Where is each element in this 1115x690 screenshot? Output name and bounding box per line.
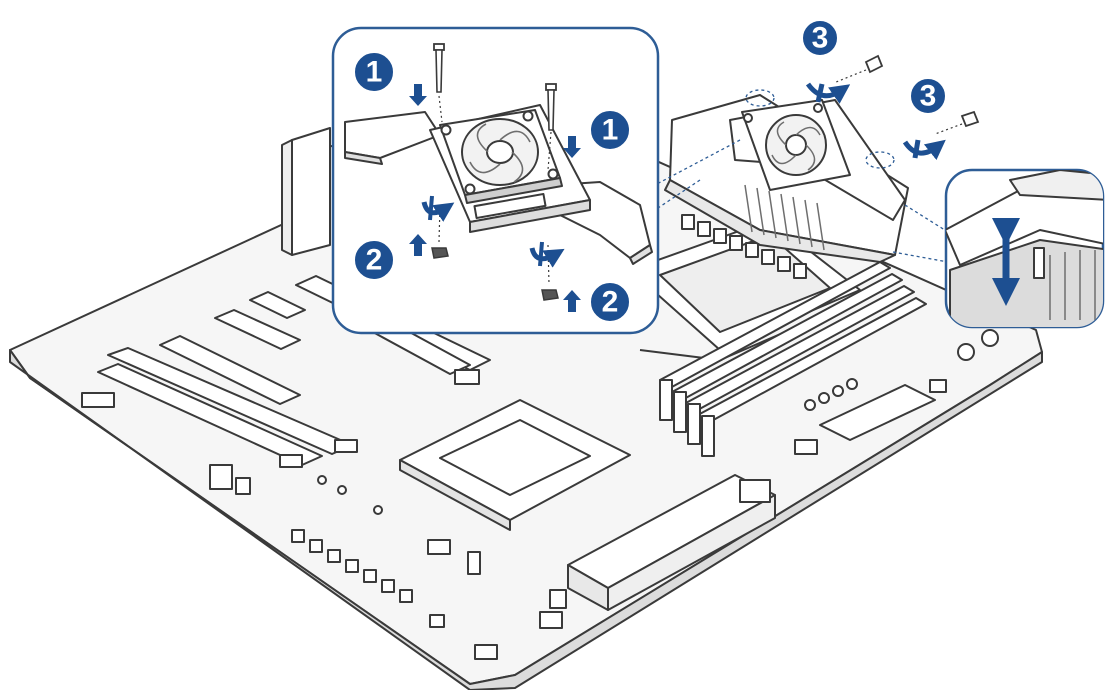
- up-arrow-icon: [409, 234, 427, 256]
- vrm-heatsink-face: [664, 179, 896, 263]
- step-number: 3: [812, 22, 829, 55]
- inset-fan-screw-hole: [522, 110, 534, 122]
- step-number: 3: [920, 80, 937, 113]
- pcie-latch: [279, 454, 303, 468]
- inset-fan-screw-hole: [547, 168, 559, 180]
- connector: [81, 392, 115, 408]
- screw-guide: [547, 131, 552, 171]
- chipset-heatsink-side: [399, 459, 511, 531]
- inset-nut-left: [409, 195, 455, 259]
- screw-icon: [433, 43, 445, 51]
- fan-screw-hole: [813, 103, 823, 113]
- inset-screw-right: [545, 83, 581, 171]
- pcie-slot: [159, 335, 301, 405]
- connector: [929, 379, 947, 393]
- screw-shaft: [547, 89, 555, 131]
- power-connectors: [539, 474, 776, 629]
- screw-guide: [835, 69, 867, 83]
- connector: [209, 464, 233, 490]
- pcie-latch: [334, 439, 358, 453]
- chipset-heatsink-inner: [439, 419, 591, 496]
- fan-screw-hole: [743, 113, 753, 123]
- board-screw-right: [902, 110, 980, 161]
- inset-fan-screw-hole: [440, 124, 452, 136]
- up-arrow-icon: [563, 290, 581, 312]
- pcie-slot: [97, 363, 323, 466]
- inset-fan-frame-side: [464, 177, 563, 204]
- rotate-arrow-icon: [815, 83, 825, 103]
- inset-callout: 1 1 2 2: [331, 26, 660, 335]
- inset-fan-hub: [486, 140, 514, 164]
- inset-bracket-left-edge: [344, 151, 383, 165]
- pin-header-row: [291, 529, 498, 660]
- zoom-fan-edge: [1009, 170, 1103, 201]
- screw-icon: [960, 110, 980, 128]
- nut-icon: [431, 247, 449, 259]
- io-shroud: [291, 127, 331, 256]
- zoom-callout: [944, 168, 1105, 329]
- inset-nut-right: [529, 241, 581, 312]
- zoom-slot: [1033, 247, 1045, 279]
- step-badge-1-right: 1: [589, 109, 631, 151]
- step-badge-3-top: 3: [801, 19, 839, 57]
- standoff: [373, 505, 383, 515]
- down-arrow-icon: [563, 136, 581, 158]
- rotate-arrow-icon: [428, 195, 434, 221]
- small-component: [427, 539, 451, 555]
- step-badge-1-left: 1: [353, 51, 395, 93]
- rotate-arrow-icon: [902, 139, 946, 161]
- screw-shaft: [435, 49, 443, 93]
- standoff: [317, 475, 327, 485]
- ram-slots: [659, 261, 927, 457]
- pcie-slot: [249, 291, 306, 319]
- rotate-arrow-icon: [538, 241, 544, 267]
- inset-bracket-right-edge: [629, 244, 653, 265]
- board-edge: [9, 349, 1043, 690]
- fan-hub: [785, 134, 807, 156]
- nut-icon: [541, 289, 559, 301]
- rotate-arrow-icon: [912, 139, 921, 159]
- connector: [235, 477, 251, 495]
- guide-lines: [654, 89, 949, 263]
- fan-blades: [771, 121, 821, 171]
- inset-bracket-left-wing: [344, 111, 441, 159]
- step-number: 2: [366, 244, 383, 277]
- inset-fan-blades: [469, 123, 531, 183]
- inset-bracket-plate-side: [469, 199, 591, 233]
- standoff: [337, 485, 347, 495]
- rotate-arrow-icon: [805, 82, 851, 104]
- step-badge-3-right: 3: [909, 77, 947, 115]
- inset-screw-left: [409, 43, 445, 123]
- down-arrow-icon: [409, 84, 427, 106]
- io-shroud-face: [281, 139, 293, 256]
- small-component: [467, 551, 481, 575]
- screw-icon: [864, 54, 884, 74]
- pcie-slots: [97, 275, 491, 468]
- screw-guide: [934, 123, 963, 135]
- connector-block: [819, 384, 936, 441]
- step-number: 1: [602, 114, 619, 147]
- inset-fan-screw-hole: [464, 183, 476, 195]
- connector: [794, 439, 818, 455]
- inset-bracket-slot: [473, 193, 547, 219]
- motherboard: [9, 117, 1043, 690]
- board-screw-top: [805, 54, 884, 104]
- screw-icon: [545, 83, 557, 91]
- pcie-latch: [454, 369, 480, 385]
- step-badge-2-left: 2: [353, 239, 395, 281]
- capacitors: [681, 214, 999, 411]
- step-number: 2: [602, 286, 619, 319]
- step-badge-2-right: 2: [589, 281, 631, 323]
- screw-guide: [438, 95, 443, 123]
- vrm-heatsink-with-fan: [664, 94, 909, 263]
- heatsink-fins: [744, 184, 825, 251]
- pcie-slot: [214, 309, 301, 350]
- step-number: 1: [366, 56, 383, 89]
